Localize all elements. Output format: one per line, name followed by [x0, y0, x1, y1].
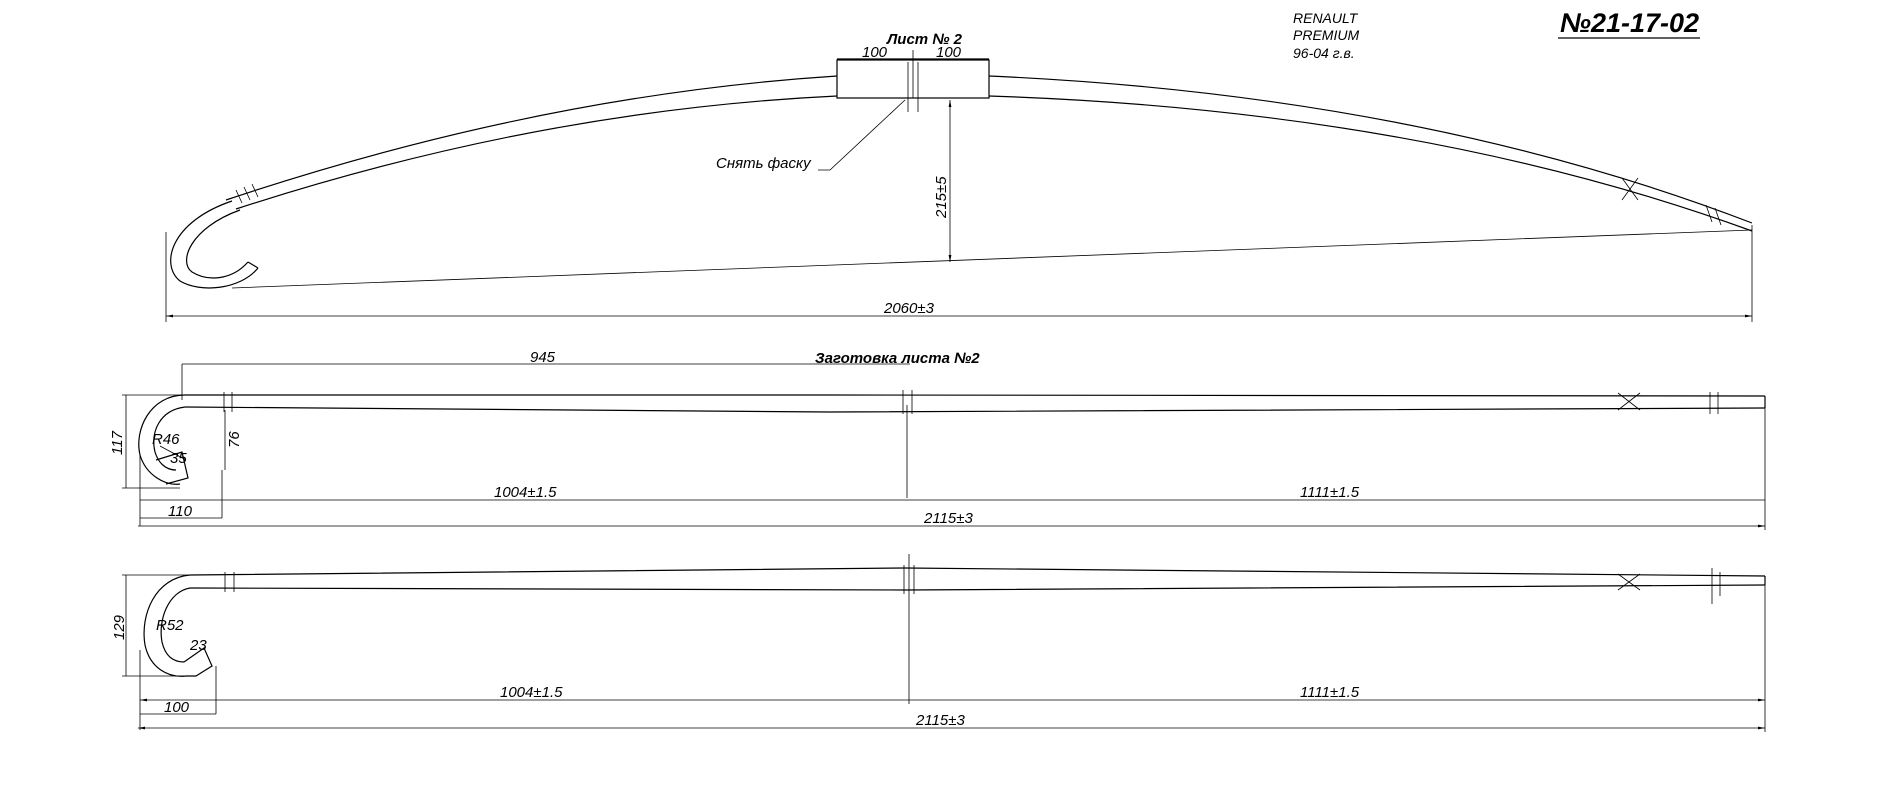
formed-eye-outer — [143, 574, 191, 677]
height-dim-label: 215±5 — [933, 176, 950, 219]
title-block: №21-17-02 RENAULT PREMIUM 96-04 г.в. — [1293, 8, 1700, 61]
formed-left-section-label: 1004±1.5 — [500, 684, 563, 701]
document-number: №21-17-02 — [1560, 8, 1699, 38]
blank-bar-bottom — [184, 406, 1766, 413]
clip-mark-right-1 — [1705, 204, 1713, 223]
overall-dim-label: 2060±3 — [883, 300, 935, 317]
clamp-dim-right: 100 — [936, 44, 962, 61]
clip-mark-left-1 — [235, 189, 243, 204]
blank-right-section-label: 1111±1.5 — [1300, 484, 1360, 501]
formed-clip-3b — [1617, 573, 1641, 591]
leaf-formed-view: R52 23 129 100 1004±1.5 1111±1.5 2115±3 — [111, 554, 1766, 732]
blank-eye-inner-label: 76 — [226, 431, 243, 448]
vehicle-years: 96-04 г.в. — [1293, 45, 1355, 61]
blank-clip-3b — [1617, 392, 1641, 411]
formed-eye-height-label: 129 — [111, 614, 128, 640]
formed-overall-label: 2115±3 — [915, 712, 965, 729]
formed-right-section-label: 1111±1.5 — [1300, 684, 1360, 701]
leaf-side-view: Лист № 2 100 100 215±5 Снять фаску — [165, 31, 1753, 322]
clip-mark-left-3 — [251, 183, 259, 198]
chamfer-callout: Снять фаску — [716, 155, 812, 172]
blank-gap-label: 35 — [170, 450, 187, 467]
clip-mark-right-b — [1621, 177, 1639, 201]
formed-eye-tip — [183, 647, 213, 677]
blank-eye-tip — [155, 451, 189, 485]
radius-leader — [159, 445, 187, 461]
formed-bar-bottom — [189, 584, 1766, 591]
leaf-eye-outer — [170, 200, 259, 289]
eye-offset-label: 945 — [530, 349, 556, 366]
chamfer-leader — [818, 99, 906, 171]
leaf-chord-line — [231, 229, 1753, 289]
blank-eye-height-label: 117 — [109, 430, 126, 455]
vehicle-make: RENAULT — [1293, 10, 1359, 26]
formed-bar-top — [189, 567, 1766, 577]
blank-eye-inner — [153, 406, 186, 471]
clip-mark-left-2 — [243, 186, 251, 201]
clip-mark-right-2 — [1714, 207, 1722, 226]
blank-title: Заготовка листа №2 — [815, 350, 980, 367]
formed-gap-label: 23 — [189, 637, 207, 654]
formed-eye-inner — [160, 587, 191, 663]
leaf-upper-surface — [225, 75, 1753, 224]
leaf-eye-inner — [185, 209, 249, 279]
leaf-lower-surface — [235, 95, 1753, 232]
blank-left-section-label: 1004±1.5 — [494, 484, 557, 501]
vehicle-model: PREMIUM — [1293, 27, 1359, 43]
formed-radius-label: R52 — [156, 617, 184, 634]
clamp-dim-left: 100 — [862, 44, 888, 61]
leaf-title: Лист № 2 — [886, 31, 963, 48]
blank-radius-label: R46 — [152, 431, 180, 448]
blank-bar-top — [185, 394, 1766, 397]
blank-overall-label: 2115±3 — [923, 510, 973, 527]
blank-eye-width-label: 110 — [168, 503, 193, 520]
blank-eye-outer — [138, 394, 186, 485]
leaf-eye-tip — [247, 261, 259, 269]
formed-eye-width-label: 100 — [164, 699, 190, 716]
leaf-blank-view: Заготовка листа №2 945 R46 35 76 117 — [109, 349, 1766, 530]
